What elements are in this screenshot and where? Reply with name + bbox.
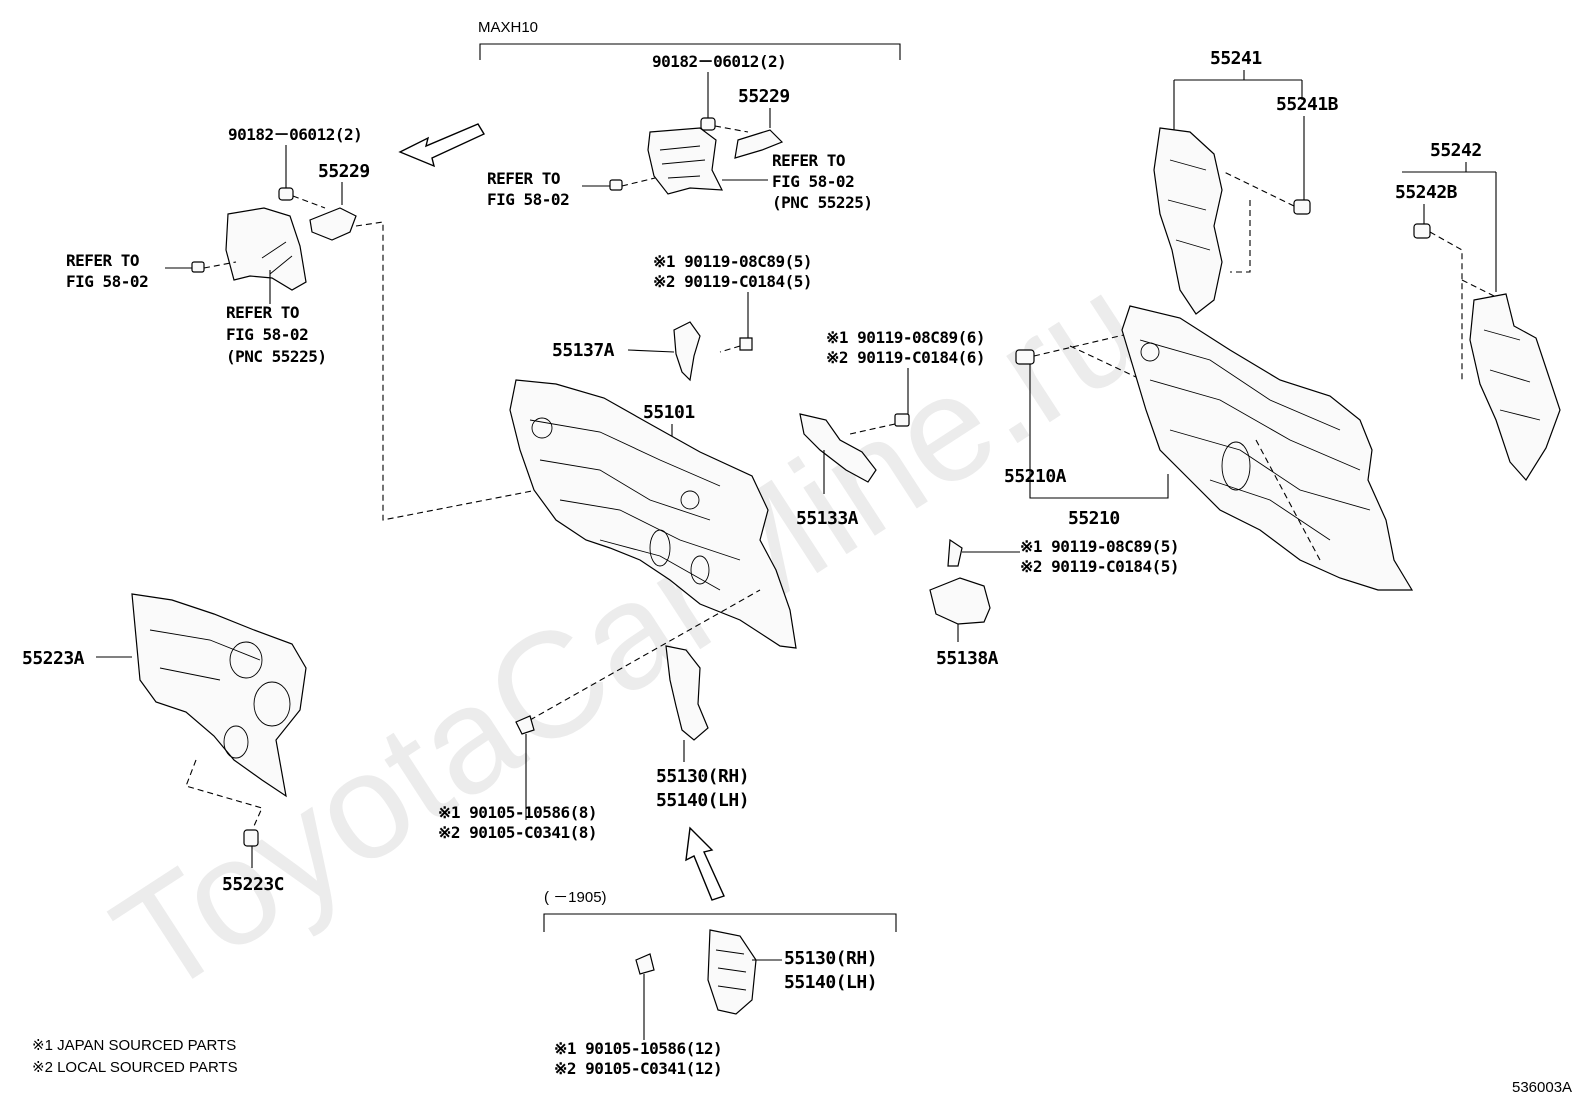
label-55223A[interactable]: 55223A <box>22 648 85 669</box>
bracket-55229-left[interactable] <box>309 207 357 241</box>
label-55140-mid[interactable]: 55140(LH) <box>656 790 750 811</box>
clip-icon <box>1015 349 1035 365</box>
bottom-1905-group: ( －1905) 55130(RH) 55140(LH) ※1 90105-10… <box>543 889 897 1078</box>
bolt-bot-spec-2[interactable]: ※2 90105-C0341(12) <box>554 1059 723 1078</box>
bolt-130-spec-2[interactable]: ※2 90105-C0341(8) <box>438 823 598 842</box>
bolt-icon <box>635 953 655 975</box>
nut-icon <box>278 187 294 201</box>
label-90182-top[interactable]: 90182－06012(2) <box>652 52 787 71</box>
maxh10-bracket <box>479 43 901 60</box>
figure-code: 536003A <box>1512 1079 1572 1096</box>
bracket-55242-group: 55242 55242B <box>1395 140 1561 481</box>
bracket-55138A[interactable] <box>929 577 991 625</box>
label-55130-mid[interactable]: 55130(RH) <box>656 766 750 787</box>
nut-icon <box>700 117 716 131</box>
bracket-55241[interactable] <box>1153 127 1223 315</box>
bracket-55241-group: 55241 55241B <box>1153 48 1339 315</box>
bolt-137-spec-2[interactable]: ※2 90119-C0184(5) <box>653 272 813 291</box>
label-55242B[interactable]: 55242B <box>1395 182 1458 203</box>
bracket-55133A-group: ※1 90119-08C89(6) ※2 90119-C0184(6) 5513… <box>796 328 986 529</box>
bottom-bracket-label: ( －1905) <box>544 889 607 906</box>
bolt-137-spec-1[interactable]: ※1 90119-08C89(5) <box>653 252 813 271</box>
direction-arrow-left-icon <box>398 123 486 168</box>
brace-55130-mid-group: ※1 90105-10586(8) ※2 90105-C0341(8) 5513… <box>438 589 761 842</box>
refer-bottom-2[interactable]: FIG 58-02 <box>226 325 309 344</box>
bolt-icon <box>515 715 535 735</box>
panel-55101-group: ※1 90119-08C89(5) ※2 90119-C0184(5) 5513… <box>509 252 813 649</box>
bolt-icon <box>894 413 910 427</box>
bolt-icon <box>609 179 623 191</box>
label-55229-left[interactable]: 55229 <box>318 161 370 182</box>
refer-top-left-2[interactable]: FIG 58-02 <box>487 190 570 209</box>
label-55241B[interactable]: 55241B <box>1276 94 1339 115</box>
label-55101[interactable]: 55101 <box>643 402 695 423</box>
maxh10-group: MAXH10 90182－06012(2) 55229 REFER TO FIG… <box>478 19 901 212</box>
bolt-133-spec-1[interactable]: ※1 90119-08C89(6) <box>826 328 986 347</box>
label-55133A[interactable]: 55133A <box>796 508 859 529</box>
bracket-55229-top[interactable] <box>734 129 784 159</box>
refer-bottom-1[interactable]: REFER TO <box>226 303 300 322</box>
label-55229-top[interactable]: 55229 <box>738 86 790 107</box>
bolt-138-spec-2[interactable]: ※2 90119-C0184(5) <box>1020 557 1180 576</box>
refer-bottom-3[interactable]: (PNC 55225) <box>226 347 327 366</box>
brace-55130-bot[interactable] <box>707 929 757 1015</box>
label-55242[interactable]: 55242 <box>1430 140 1482 161</box>
clip-icon <box>1413 223 1431 239</box>
label-55210A[interactable]: 55210A <box>1004 466 1067 487</box>
refer-left-2[interactable]: FIG 58-02 <box>66 272 149 291</box>
refer-left-1[interactable]: REFER TO <box>66 251 140 270</box>
note-local-sourced: ※2 LOCAL SOURCED PARTS <box>32 1059 238 1076</box>
left-55229-group: 90182－06012(2) 55229 REFER TO FIG 58-02 … <box>66 125 641 521</box>
brace-55130-mid[interactable] <box>665 645 709 741</box>
bolt-133-spec-2[interactable]: ※2 90119-C0184(6) <box>826 348 986 367</box>
refer-top-left-1[interactable]: REFER TO <box>487 169 561 188</box>
bracket-55138A-group: ※1 90119-08C89(5) ※2 90119-C0184(5) 5513… <box>929 537 1180 669</box>
direction-arrow-up-icon <box>685 826 725 901</box>
note-japan-sourced: ※1 JAPAN SOURCED PARTS <box>32 1037 236 1054</box>
dash-panel-insulator-55210[interactable] <box>1121 305 1414 591</box>
refer-top-right-1[interactable]: REFER TO <box>772 151 846 170</box>
refer-top-right-3[interactable]: (PNC 55225) <box>772 193 873 212</box>
bolt-icon <box>947 538 963 567</box>
refer-top-right-2[interactable]: FIG 58-02 <box>772 172 855 191</box>
bracket-55133A[interactable] <box>799 413 877 483</box>
bolt-icon <box>191 261 205 273</box>
bolt-130-spec-1[interactable]: ※1 90105-10586(8) <box>438 803 598 822</box>
label-90182-left[interactable]: 90182－06012(2) <box>228 125 363 144</box>
silencer-55223A[interactable] <box>131 593 307 798</box>
maxh10-label: MAXH10 <box>478 19 538 36</box>
label-55210[interactable]: 55210 <box>1068 508 1120 529</box>
heat-shield-top[interactable] <box>647 127 724 195</box>
bolt-icon <box>739 337 753 351</box>
bracket-55242[interactable] <box>1469 293 1561 481</box>
bolt-138-spec-1[interactable]: ※1 90119-08C89(5) <box>1020 537 1180 556</box>
bracket-55137A[interactable] <box>673 321 701 382</box>
label-55241[interactable]: 55241 <box>1210 48 1262 69</box>
label-55137A[interactable]: 55137A <box>552 340 615 361</box>
label-55138A[interactable]: 55138A <box>936 648 999 669</box>
dash-panel-insulator-55101[interactable] <box>509 379 797 649</box>
silencer-55223-group: 55223A 55223C <box>22 593 307 895</box>
clip-icon <box>243 829 259 847</box>
label-55223C[interactable]: 55223C <box>222 874 285 895</box>
bolt-bot-spec-1[interactable]: ※1 90105-10586(12) <box>554 1039 723 1058</box>
clip-icon <box>1293 199 1311 215</box>
panel-55210-group: 55210A 55210 <box>1004 305 1414 591</box>
heat-shield-left[interactable] <box>225 207 307 291</box>
label-55140-bot[interactable]: 55140(LH) <box>784 972 878 993</box>
label-55130-bot[interactable]: 55130(RH) <box>784 948 878 969</box>
